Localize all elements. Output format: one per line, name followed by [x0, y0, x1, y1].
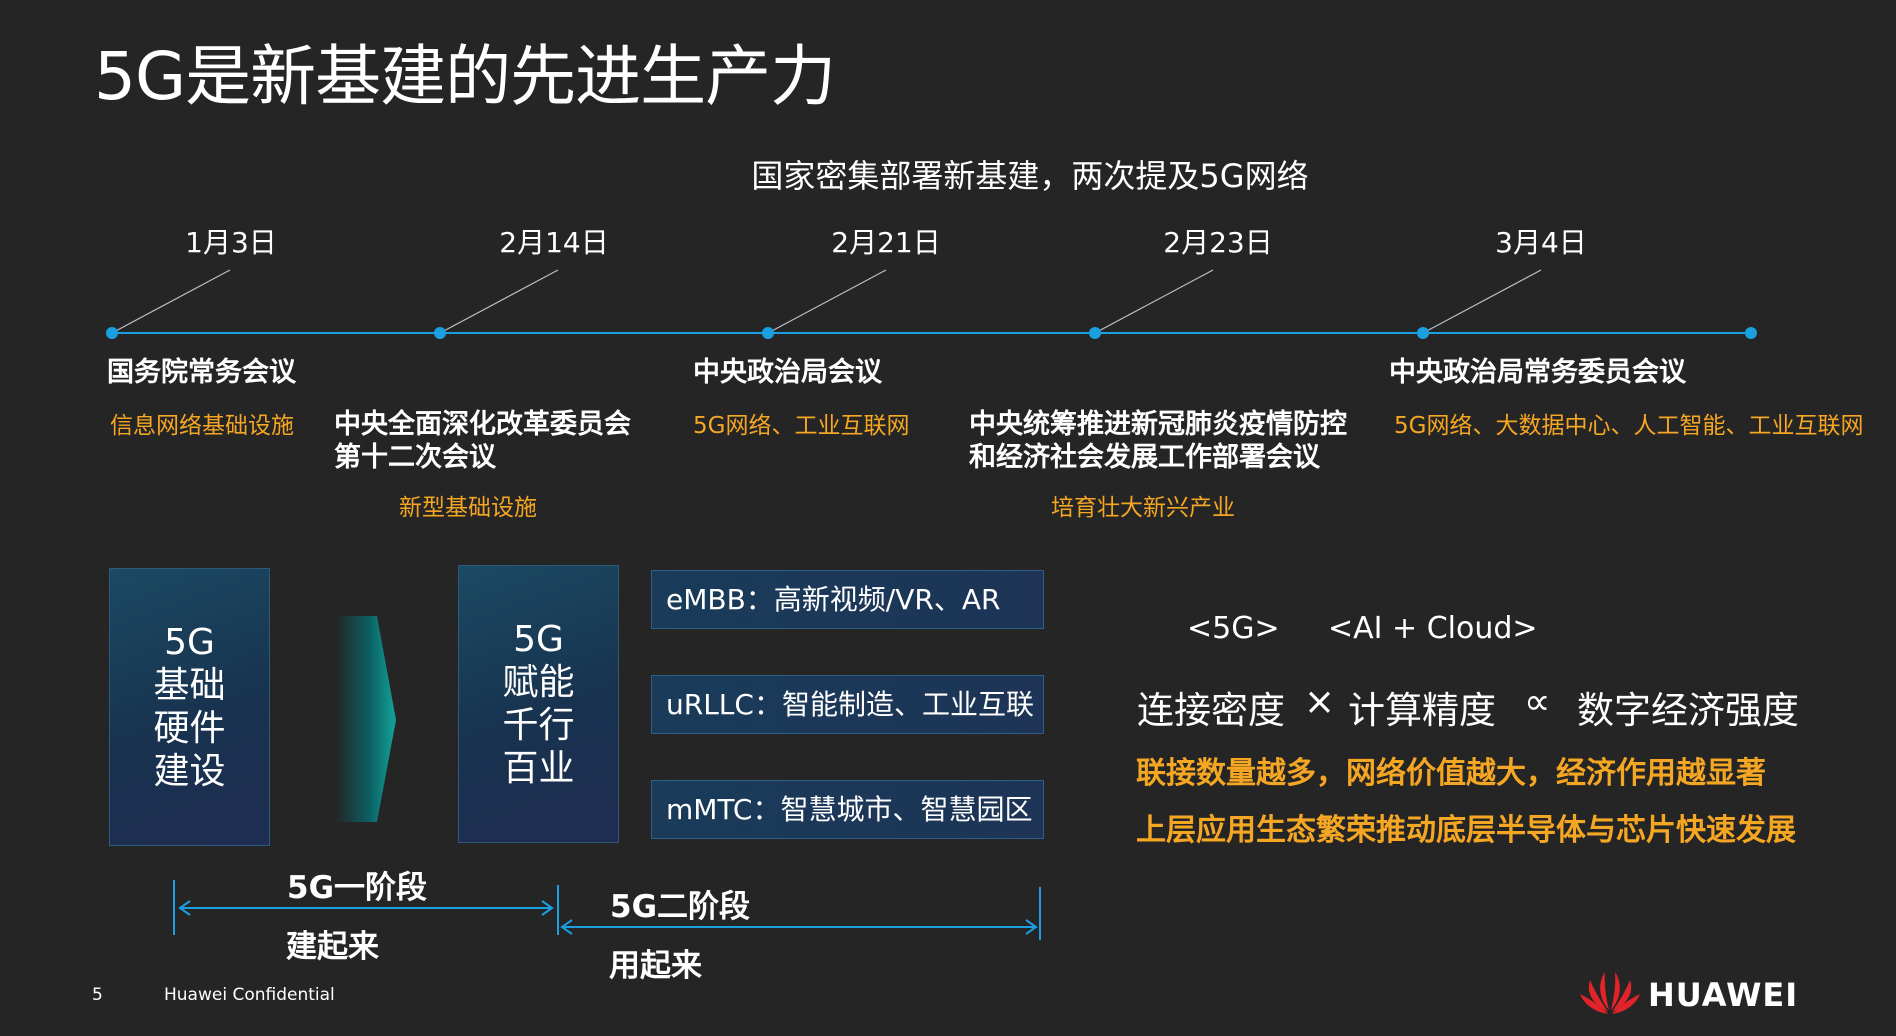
usecase-mmtc: mMTC：智慧城市、智慧园区 [651, 780, 1044, 839]
timeline-node-4 [1089, 327, 1101, 339]
timeline-date-3: 2月21日 [831, 226, 941, 259]
usecase-urllc: uRLLC：智能制造、工业互联 [651, 675, 1044, 734]
formula-op-proportional: ∝ [1524, 680, 1551, 723]
stage-box-1-line-1: 5G [164, 622, 215, 663]
phase2-arrow-left [560, 919, 573, 935]
stage-box-1-line-2: 基础 [153, 665, 226, 706]
phase1-label: 5G一阶段 [287, 870, 428, 906]
stage-box-infrastructure: 5G 基础 硬件 建设 [109, 568, 270, 846]
formula-term-compute-precision: 计算精度 [1348, 689, 1496, 732]
meeting-2-tag: 新型基础设施 [399, 495, 537, 521]
page-title: 5G是新基建的先进生产力 [94, 38, 836, 115]
stage-box-2-line-2: 赋能 [502, 662, 575, 703]
usecase-embb: eMBB：高新视频/VR、AR [651, 570, 1044, 629]
timeline-leader-3 [767, 269, 887, 334]
stage-box-empowerment: 5G 赋能 千行 百业 [458, 565, 619, 843]
formula-term-connection-density: 连接密度 [1137, 689, 1285, 732]
phase1-arrow-right [541, 900, 554, 916]
meeting-2-name-line2: 第十二次会议 [334, 442, 496, 473]
meeting-1-name: 国务院常务会议 [107, 357, 296, 388]
timeline-node-2 [434, 327, 446, 339]
meeting-3-name: 中央政治局会议 [693, 357, 882, 388]
formula-op-multiply: × [1304, 680, 1336, 723]
phase2-arrow-right [1025, 919, 1038, 935]
meeting-1-tag: 信息网络基础设施 [110, 413, 294, 439]
stage-box-2-line-3: 千行 [502, 705, 575, 746]
stage-arrow [336, 616, 396, 822]
timeline-leader-5 [1422, 269, 1542, 334]
stage-box-1-line-3: 硬件 [153, 708, 226, 749]
meeting-4-name-line1: 中央统筹推进新冠肺炎疫情防控 [969, 409, 1347, 440]
meeting-5-name: 中央政治局常务委员会议 [1389, 357, 1686, 388]
huawei-logo-text: HUAWEI [1648, 976, 1799, 1014]
timeline-node-3 [762, 327, 774, 339]
timeline-date-5: 3月4日 [1495, 226, 1587, 259]
timeline-node-end [1745, 327, 1757, 339]
timeline-date-1: 1月3日 [185, 226, 277, 259]
formula-label-ai-cloud: <AI + Cloud> [1328, 611, 1538, 646]
timeline-leader-4 [1094, 269, 1214, 334]
meeting-3-tag: 5G网络、工业互联网 [693, 413, 910, 439]
phase1-sub: 建起来 [286, 929, 379, 965]
timeline-node-1 [106, 327, 118, 339]
meeting-4-name-line2: 和经济社会发展工作部署会议 [969, 442, 1320, 473]
formula-label-5g: <5G> [1187, 611, 1280, 646]
huawei-logo-icon [1580, 972, 1640, 1014]
timeline-leader-1 [111, 269, 231, 334]
timeline-date-2: 2月14日 [499, 226, 609, 259]
formula-term-digital-economy: 数字经济强度 [1577, 689, 1799, 732]
stage-box-2-line-1: 5G [513, 619, 564, 660]
formula-conclusion-line1: 联接数量越多，网络价值越大，经济作用越显著 [1136, 756, 1766, 791]
timeline-leader-2 [439, 269, 559, 334]
meeting-2-name-line1: 中央全面深化改革委员会 [334, 409, 631, 440]
meeting-4-tag: 培育壮大新兴产业 [1051, 495, 1235, 521]
subtitle: 国家密集部署新基建，两次提及5G网络 [751, 157, 1309, 195]
page-number: 5 [92, 985, 103, 1005]
stage-box-1-line-4: 建设 [153, 751, 226, 792]
phase2-sub: 用起来 [609, 948, 702, 984]
phase2-label: 5G二阶段 [610, 889, 751, 925]
meeting-5-tag: 5G网络、大数据中心、人工智能、工业互联网 [1394, 413, 1864, 439]
stage-box-2-line-4: 百业 [502, 748, 575, 789]
phase1-arrow-left [178, 900, 191, 916]
formula-conclusion-line2: 上层应用生态繁荣推动底层半导体与芯片快速发展 [1136, 813, 1796, 848]
timeline-date-4: 2月23日 [1163, 226, 1273, 259]
confidential-label: Huawei Confidential [164, 985, 335, 1005]
timeline-node-5 [1417, 327, 1429, 339]
